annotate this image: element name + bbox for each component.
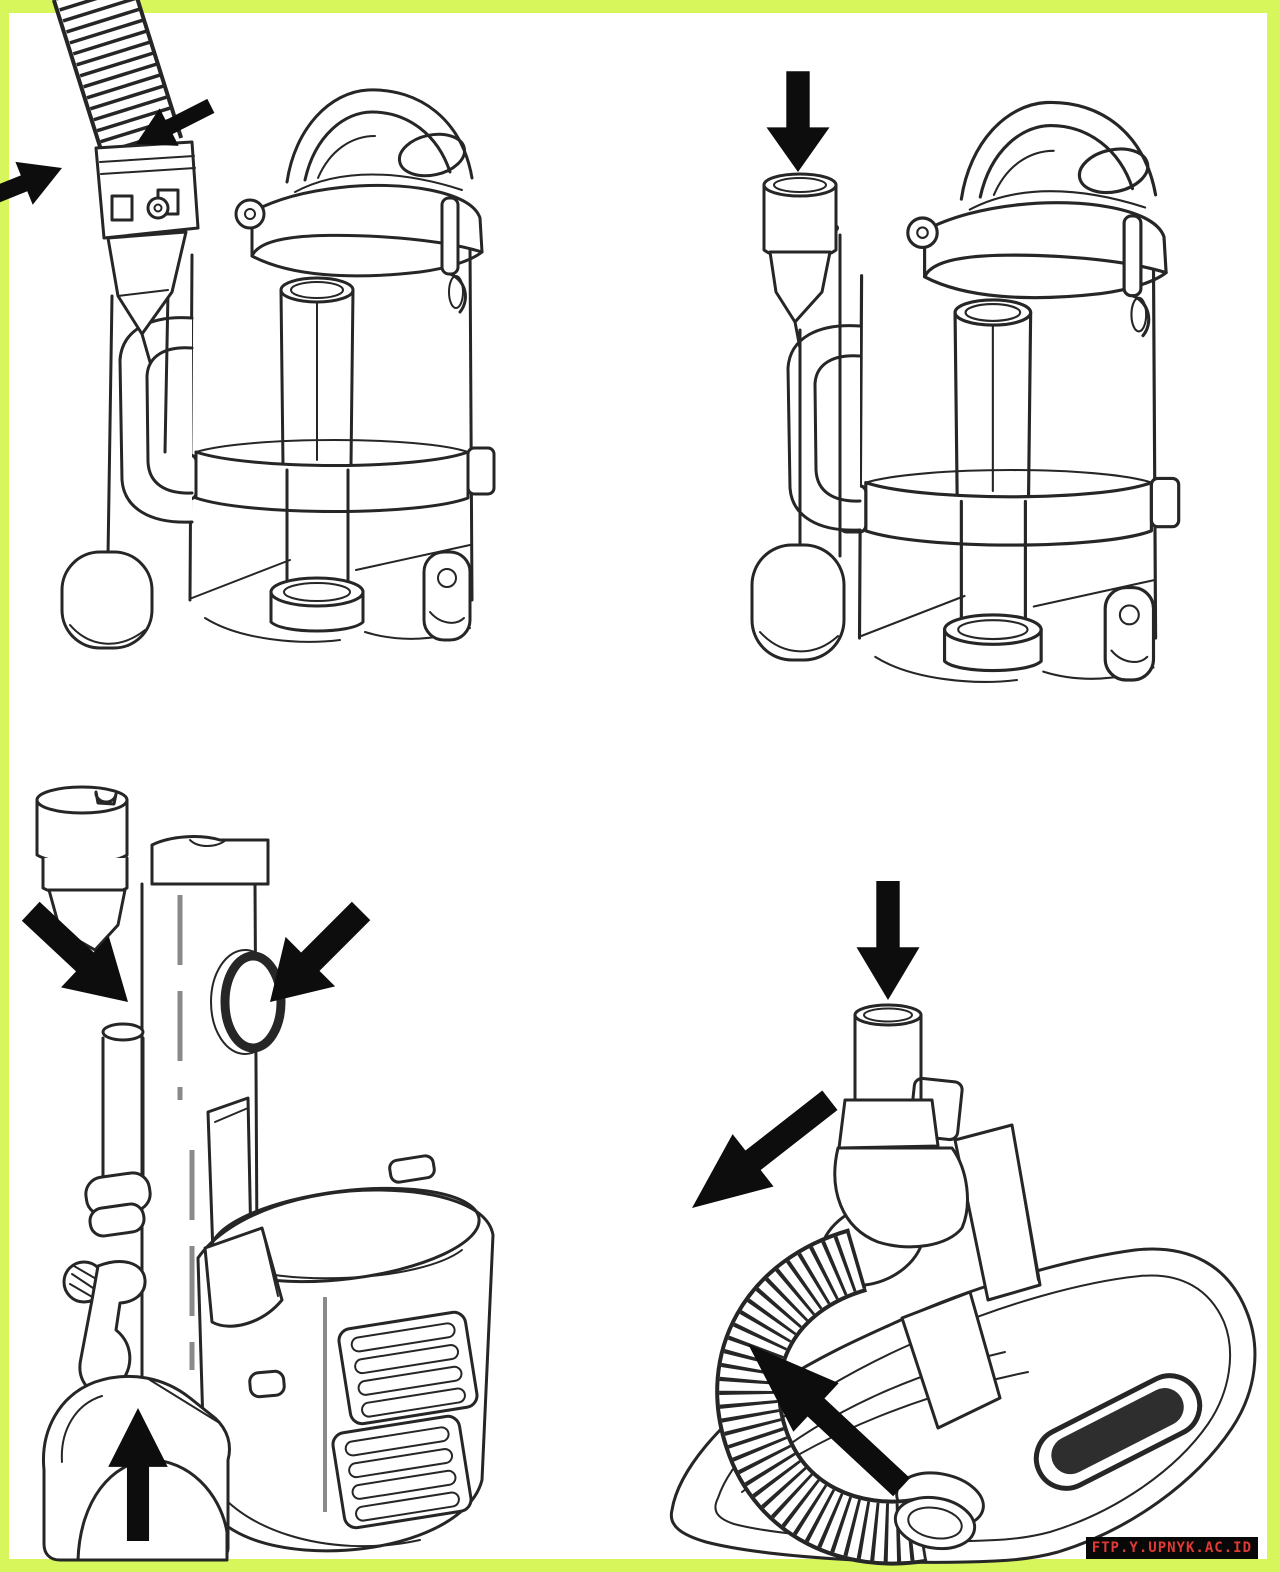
- panel-attach-hose: [0, 0, 496, 650]
- press-down-arrow-icon: [856, 881, 920, 1000]
- panel-fit-nozzle-hose: [669, 881, 1257, 1566]
- nozzle-neck-illustration: [895, 1123, 1042, 1529]
- nozzle-handle-slot: [1033, 1373, 1203, 1491]
- inlet-duct-illustration: [762, 172, 838, 350]
- nozzle-hose-illustration: [715, 1228, 977, 1566]
- panel-dock-accessory: [6, 785, 495, 1562]
- press-down-arrow-icon: [766, 71, 830, 172]
- slide-off-down-left-arrow-icon: [671, 1074, 851, 1235]
- push-right-arrow-icon: [0, 146, 71, 225]
- watermark-badge: FTP.Y.UPNYK.AC.ID: [1085, 1537, 1258, 1559]
- watermark-text: FTP.Y.UPNYK.AC.ID: [1091, 1540, 1252, 1556]
- hose-illustration: [51, 0, 200, 364]
- wand-and-handle-illustration: [750, 220, 862, 662]
- vacuum-body-illustration: [170, 88, 496, 643]
- wand-and-handle-illustration: [60, 290, 194, 650]
- motor-base-illustration: [196, 1154, 495, 1553]
- parked-tube-illustration: [62, 1022, 152, 1396]
- panel-press-duct: [750, 71, 1181, 683]
- elbow-duct-illustration: [833, 1003, 969, 1249]
- accessory-tool-illustration: [35, 785, 129, 970]
- vacuum-body-illustration: [839, 100, 1181, 683]
